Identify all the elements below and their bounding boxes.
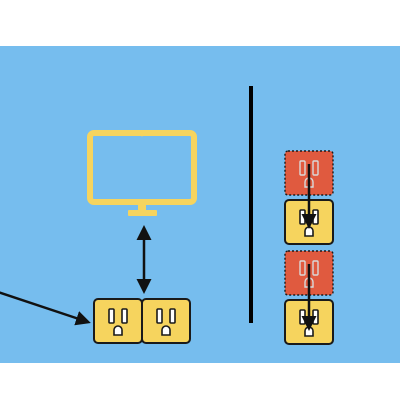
outlet-icon	[93, 298, 143, 344]
outlet-icon	[141, 298, 191, 344]
blocked-outlet-icon	[284, 150, 334, 196]
pointer-arrow-icon	[0, 291, 91, 326]
outlet-stack	[284, 250, 334, 345]
outlet-stack	[284, 150, 334, 245]
double-outlet	[93, 298, 191, 344]
monitor-icon	[87, 130, 197, 216]
background-panel	[0, 46, 400, 363]
